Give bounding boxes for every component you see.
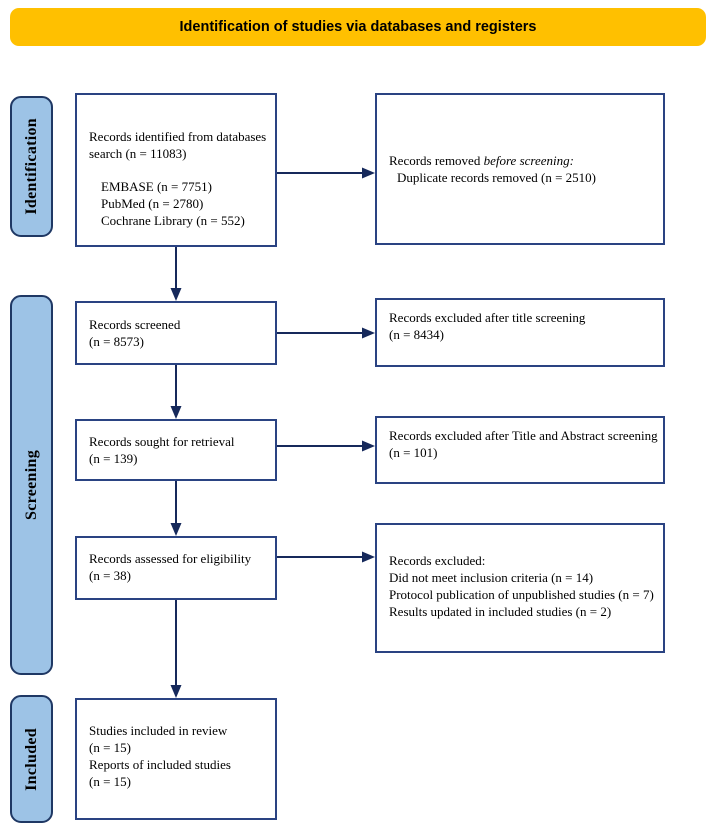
arrow-identified-to-removed bbox=[277, 167, 375, 179]
database-source-list: EMBASE (n = 7751) PubMed (n = 2780) Coch… bbox=[89, 178, 271, 229]
count-line: (n = 139) bbox=[89, 451, 138, 466]
text-line: search (n = 11083) bbox=[89, 146, 187, 161]
text-detail: Duplicate records removed (n = 2510) bbox=[397, 170, 597, 185]
diagram-title: Identification of studies via databases … bbox=[179, 19, 537, 35]
arrow-screened-to-sought bbox=[170, 365, 182, 419]
box-records-assessed: Records assessed for eligibility (n = 38… bbox=[75, 536, 277, 600]
arrow-sought-to-assessed bbox=[170, 481, 182, 536]
text-line: Records assessed for eligibility bbox=[89, 551, 252, 566]
phase-label-screening: Screening bbox=[10, 295, 53, 675]
text-line: Records excluded after title screening bbox=[389, 310, 586, 325]
text-emphasis: before screening: bbox=[483, 153, 574, 168]
diagram-title-banner: Identification of studies via databases … bbox=[10, 8, 706, 46]
text-line: Records excluded: bbox=[389, 553, 486, 568]
source-embase: EMBASE (n = 7751) bbox=[101, 179, 212, 194]
phase-label-included: Included bbox=[10, 695, 53, 823]
phase-label-text: Identification bbox=[22, 118, 40, 215]
box-records-sought: Records sought for retrieval (n = 139) bbox=[75, 419, 277, 481]
box-excluded-title-screening: Records excluded after title screening (… bbox=[375, 298, 665, 367]
count-line: (n = 15) bbox=[89, 774, 131, 789]
count-line: (n = 15) bbox=[89, 740, 131, 755]
text-line: Studies included in review bbox=[89, 723, 228, 738]
text-prefix: Records removed bbox=[389, 153, 484, 168]
phase-label-text: Screening bbox=[22, 450, 40, 520]
phase-label-text: Included bbox=[22, 727, 40, 791]
reason-line: Protocol publication of unpublished stud… bbox=[389, 587, 654, 602]
text-line: Reports of included studies bbox=[89, 757, 231, 772]
phase-label-identification: Identification bbox=[10, 96, 53, 237]
text-line: Records removed before screening: bbox=[389, 152, 659, 169]
box-records-identified: Records identified from databases search… bbox=[75, 93, 277, 247]
arrow-assessed-to-included bbox=[170, 600, 182, 698]
source-pubmed: PubMed (n = 2780) bbox=[101, 196, 204, 211]
text-line: Records screened bbox=[89, 317, 181, 332]
arrow-identified-to-screened bbox=[170, 247, 182, 301]
box-studies-included: Studies included in review (n = 15) Repo… bbox=[75, 698, 277, 820]
box-records-screened: Records screened (n = 8573) bbox=[75, 301, 277, 365]
source-cochrane: Cochrane Library (n = 552) bbox=[101, 213, 245, 228]
reason-line: Results updated in included studies (n =… bbox=[389, 604, 612, 619]
box-records-removed-before-screening: Records removed before screening: Duplic… bbox=[375, 93, 665, 245]
text-line: Records identified from databases bbox=[89, 129, 267, 144]
count-line: (n = 38) bbox=[89, 568, 131, 583]
box-records-excluded-reasons: Records excluded: Did not meet inclusion… bbox=[375, 523, 665, 653]
text-line: Records excluded after Title and Abstrac… bbox=[389, 428, 658, 443]
text-line: Records sought for retrieval bbox=[89, 434, 235, 449]
count-line: (n = 101) bbox=[389, 445, 438, 460]
arrow-screened-to-excluded-title bbox=[277, 327, 375, 339]
arrow-sought-to-excluded-abstract bbox=[277, 440, 375, 452]
arrow-assessed-to-excluded-reasons bbox=[277, 551, 375, 563]
count-line: (n = 8434) bbox=[389, 327, 444, 342]
reason-line: Did not meet inclusion criteria (n = 14) bbox=[389, 570, 594, 585]
count-line: (n = 8573) bbox=[89, 334, 144, 349]
box-excluded-title-abstract-screening: Records excluded after Title and Abstrac… bbox=[375, 416, 665, 484]
